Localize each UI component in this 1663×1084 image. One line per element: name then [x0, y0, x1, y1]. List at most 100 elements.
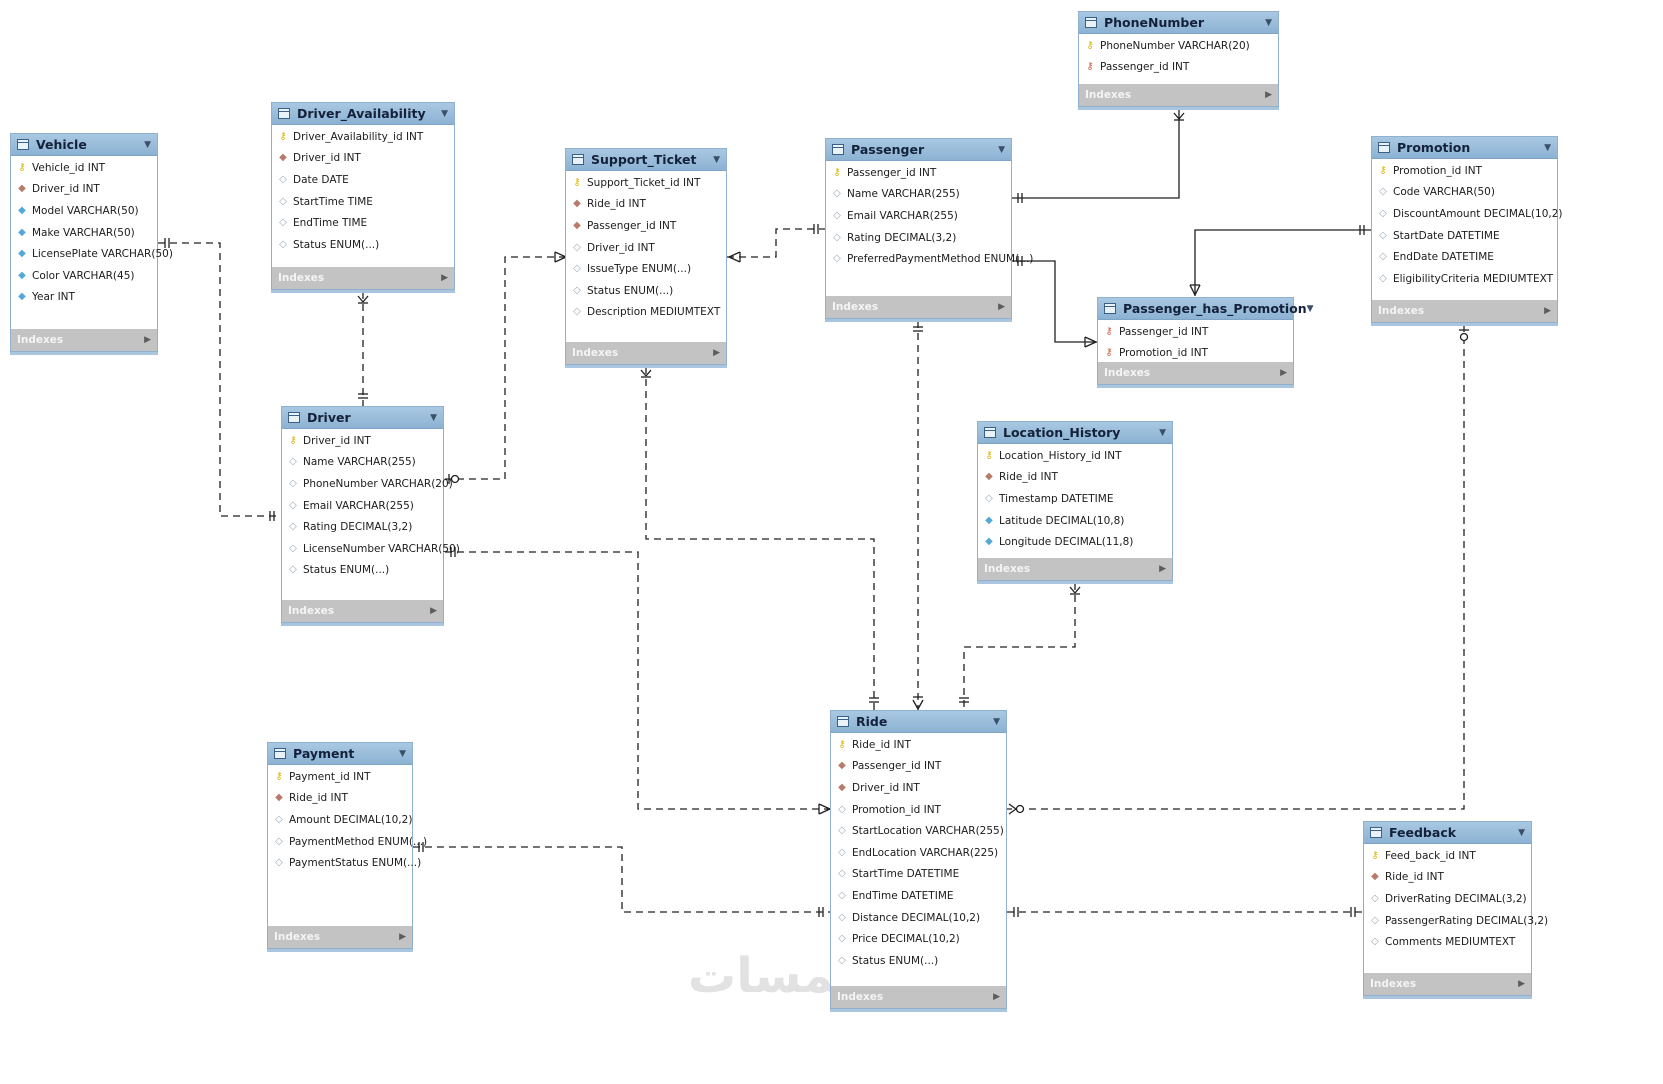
- column-row[interactable]: ◇Rating DECIMAL(3,2): [282, 516, 443, 538]
- table-phonenumber[interactable]: PhoneNumber▼⚷PhoneNumber VARCHAR(20)⚷Pas…: [1078, 11, 1279, 107]
- indexes-section[interactable]: Indexes▶: [826, 296, 1011, 318]
- column-row[interactable]: ◆Latitude DECIMAL(10,8): [978, 510, 1172, 532]
- column-row[interactable]: ◇Promotion_id INT: [831, 799, 1006, 821]
- column-row[interactable]: ◆Passenger_id INT: [831, 756, 1006, 778]
- column-row[interactable]: ◇Distance DECIMAL(10,2): [831, 907, 1006, 929]
- collapse-arrow-icon[interactable]: ▼: [441, 108, 448, 119]
- collapse-arrow-icon[interactable]: ▼: [998, 144, 1005, 155]
- column-row[interactable]: ◇StartTime DATETIME: [831, 864, 1006, 886]
- collapse-arrow-icon[interactable]: ▼: [713, 154, 720, 165]
- expand-arrow-icon[interactable]: ▶: [1159, 564, 1166, 574]
- column-row[interactable]: ◇Email VARCHAR(255): [282, 495, 443, 517]
- column-row[interactable]: ◆Make VARCHAR(50): [11, 222, 157, 244]
- column-row[interactable]: ◆Ride_id INT: [566, 194, 726, 216]
- column-row[interactable]: ◇LicenseNumber VARCHAR(50): [282, 538, 460, 560]
- column-row[interactable]: ⚷Support_Ticket_id INT: [566, 172, 726, 194]
- column-row[interactable]: ◆Driver_id INT: [272, 148, 454, 170]
- column-row[interactable]: ◆Year INT: [11, 287, 157, 309]
- column-row[interactable]: ⚷Vehicle_id INT: [11, 157, 157, 179]
- column-row[interactable]: ◇PaymentMethod ENUM(...): [268, 831, 427, 853]
- column-row[interactable]: ◆Ride_id INT: [268, 788, 412, 810]
- collapse-arrow-icon[interactable]: ▼: [1159, 427, 1166, 438]
- table-location-history[interactable]: Location_History▼⚷Location_History_id IN…: [977, 421, 1173, 581]
- column-row[interactable]: ◇PassengerRating DECIMAL(3,2): [1364, 910, 1548, 932]
- column-row[interactable]: ◇EndLocation VARCHAR(225): [831, 842, 1006, 864]
- column-row[interactable]: ⚷Ride_id INT: [831, 734, 1006, 756]
- expand-arrow-icon[interactable]: ▶: [1280, 368, 1287, 378]
- collapse-arrow-icon[interactable]: ▼: [144, 139, 151, 150]
- table-header[interactable]: PhoneNumber▼: [1079, 12, 1278, 34]
- table-passenger-has-promotion[interactable]: Passenger_has_Promotion▼⚷Passenger_id IN…: [1097, 297, 1314, 385]
- expand-arrow-icon[interactable]: ▶: [144, 335, 151, 345]
- expand-arrow-icon[interactable]: ▶: [998, 302, 1005, 312]
- column-row[interactable]: ◇Code VARCHAR(50): [1372, 182, 1557, 204]
- indexes-section[interactable]: Indexes▶: [1079, 84, 1278, 106]
- column-row[interactable]: ◇Status ENUM(...): [282, 560, 443, 582]
- column-row[interactable]: ⚷Promotion_id INT: [1098, 343, 1293, 365]
- table-header[interactable]: Promotion▼: [1372, 137, 1557, 159]
- collapse-arrow-icon[interactable]: ▼: [1306, 303, 1314, 314]
- expand-arrow-icon[interactable]: ▶: [993, 992, 1000, 1002]
- column-row[interactable]: ◆Ride_id INT: [978, 467, 1172, 489]
- column-row[interactable]: ◇PreferredPaymentMethod ENUM(...): [826, 248, 1033, 270]
- expand-arrow-icon[interactable]: ▶: [1518, 979, 1525, 989]
- column-row[interactable]: ◆Color VARCHAR(45): [11, 265, 157, 287]
- column-row[interactable]: ◇StartLocation VARCHAR(255): [831, 820, 1006, 842]
- table-payment[interactable]: Payment▼⚷Payment_id INT◆Ride_id INT◇Amou…: [267, 742, 427, 949]
- column-row[interactable]: ◆Driver_id INT: [11, 179, 157, 201]
- column-row[interactable]: ◇DiscountAmount DECIMAL(10,2): [1372, 203, 1562, 225]
- indexes-section[interactable]: Indexes▶: [11, 329, 157, 351]
- table-header[interactable]: Driver_Availability▼: [272, 103, 454, 125]
- table-header[interactable]: Passenger▼: [826, 139, 1011, 161]
- column-row[interactable]: ⚷Location_History_id INT: [978, 445, 1172, 467]
- column-row[interactable]: ⚷PhoneNumber VARCHAR(20): [1079, 35, 1278, 57]
- column-row[interactable]: ◆Passenger_id INT: [566, 215, 726, 237]
- table-header[interactable]: Ride▼: [831, 711, 1006, 733]
- column-row[interactable]: ◇Price DECIMAL(10,2): [831, 928, 1006, 950]
- column-row[interactable]: ⚷Passenger_id INT: [1098, 321, 1293, 343]
- column-row[interactable]: ◇Amount DECIMAL(10,2): [268, 809, 412, 831]
- column-row[interactable]: ◇Status ENUM(...): [566, 280, 726, 302]
- table-driver-availability[interactable]: Driver_Availability▼⚷Driver_Availability…: [271, 102, 455, 290]
- indexes-section[interactable]: Indexes▶: [1364, 973, 1531, 995]
- expand-arrow-icon[interactable]: ▶: [399, 932, 406, 942]
- column-row[interactable]: ◇IssueType ENUM(...): [566, 258, 726, 280]
- column-row[interactable]: ◇Status ENUM(...): [272, 234, 454, 256]
- table-header[interactable]: Feedback▼: [1364, 822, 1531, 844]
- column-row[interactable]: ◇Description MEDIUMTEXT: [566, 302, 726, 324]
- collapse-arrow-icon[interactable]: ▼: [1518, 827, 1525, 838]
- indexes-section[interactable]: Indexes▶: [831, 986, 1006, 1008]
- column-row[interactable]: ◇EndTime TIME: [272, 212, 454, 234]
- column-row[interactable]: ◇StartDate DATETIME: [1372, 225, 1557, 247]
- table-header[interactable]: Location_History▼: [978, 422, 1172, 444]
- column-row[interactable]: ◆Ride_id INT: [1364, 867, 1531, 889]
- indexes-section[interactable]: Indexes▶: [272, 267, 454, 289]
- table-support-ticket[interactable]: Support_Ticket▼⚷Support_Ticket_id INT◆Ri…: [565, 148, 727, 365]
- column-row[interactable]: ◇PaymentStatus ENUM(...): [268, 852, 421, 874]
- indexes-section[interactable]: Indexes▶: [1372, 300, 1557, 322]
- column-row[interactable]: ◇EndDate DATETIME: [1372, 246, 1557, 268]
- collapse-arrow-icon[interactable]: ▼: [430, 412, 437, 423]
- indexes-section[interactable]: Indexes▶: [978, 558, 1172, 580]
- column-row[interactable]: ◇PhoneNumber VARCHAR(20): [282, 473, 453, 495]
- column-row[interactable]: ⚷Feed_back_id INT: [1364, 845, 1531, 867]
- indexes-section[interactable]: Indexes▶: [1098, 362, 1293, 384]
- column-row[interactable]: ◆Driver_id INT: [831, 777, 1006, 799]
- expand-arrow-icon[interactable]: ▶: [713, 348, 720, 358]
- column-row[interactable]: ◇StartTime TIME: [272, 191, 454, 213]
- collapse-arrow-icon[interactable]: ▼: [993, 716, 1000, 727]
- column-row[interactable]: ⚷Passenger_id INT: [826, 162, 1011, 184]
- column-row[interactable]: ◇DriverRating DECIMAL(3,2): [1364, 888, 1531, 910]
- column-row[interactable]: ⚷Driver_id INT: [282, 430, 443, 452]
- column-row[interactable]: ⚷Payment_id INT: [268, 766, 412, 788]
- column-row[interactable]: ◇Email VARCHAR(255): [826, 205, 1011, 227]
- column-row[interactable]: ⚷Promotion_id INT: [1372, 160, 1557, 182]
- expand-arrow-icon[interactable]: ▶: [441, 273, 448, 283]
- collapse-arrow-icon[interactable]: ▼: [1544, 142, 1551, 153]
- table-promotion[interactable]: Promotion▼⚷Promotion_id INT◇Code VARCHAR…: [1371, 136, 1563, 323]
- table-ride[interactable]: Ride▼⚷Ride_id INT◆Passenger_id INT◆Drive…: [830, 710, 1007, 1009]
- column-row[interactable]: ◇Status ENUM(...): [831, 950, 1006, 972]
- expand-arrow-icon[interactable]: ▶: [430, 606, 437, 616]
- collapse-arrow-icon[interactable]: ▼: [399, 748, 406, 759]
- table-header[interactable]: Driver▼: [282, 407, 443, 429]
